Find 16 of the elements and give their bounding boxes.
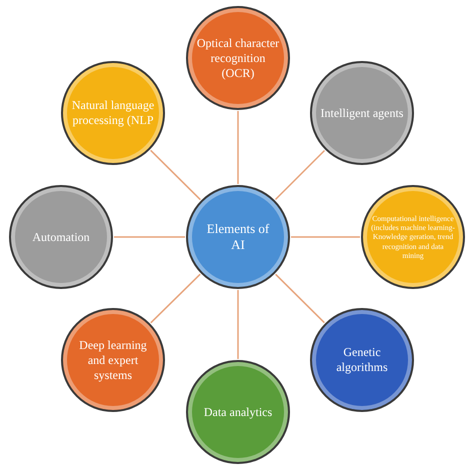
connector-line bbox=[150, 274, 201, 324]
node-label: Natural language processing (NLP bbox=[70, 98, 156, 128]
node-label: Elements of AI bbox=[206, 220, 270, 254]
connector-line bbox=[237, 290, 239, 359]
node-label: Optical character recognition (OCR) bbox=[196, 36, 280, 80]
connector-line bbox=[150, 150, 201, 200]
connector-line bbox=[275, 274, 325, 324]
node-label: Automation bbox=[31, 230, 91, 244]
node-label: Deep learning and expert systems bbox=[78, 338, 148, 382]
node-label: Data analytics bbox=[202, 404, 274, 420]
node-label: Intelligent agents bbox=[320, 106, 404, 120]
connector-line bbox=[114, 236, 185, 238]
connector-line bbox=[291, 236, 360, 238]
node-label: Genetic algorithms bbox=[335, 345, 389, 375]
connector-line bbox=[237, 111, 239, 184]
connector-line bbox=[274, 150, 326, 200]
